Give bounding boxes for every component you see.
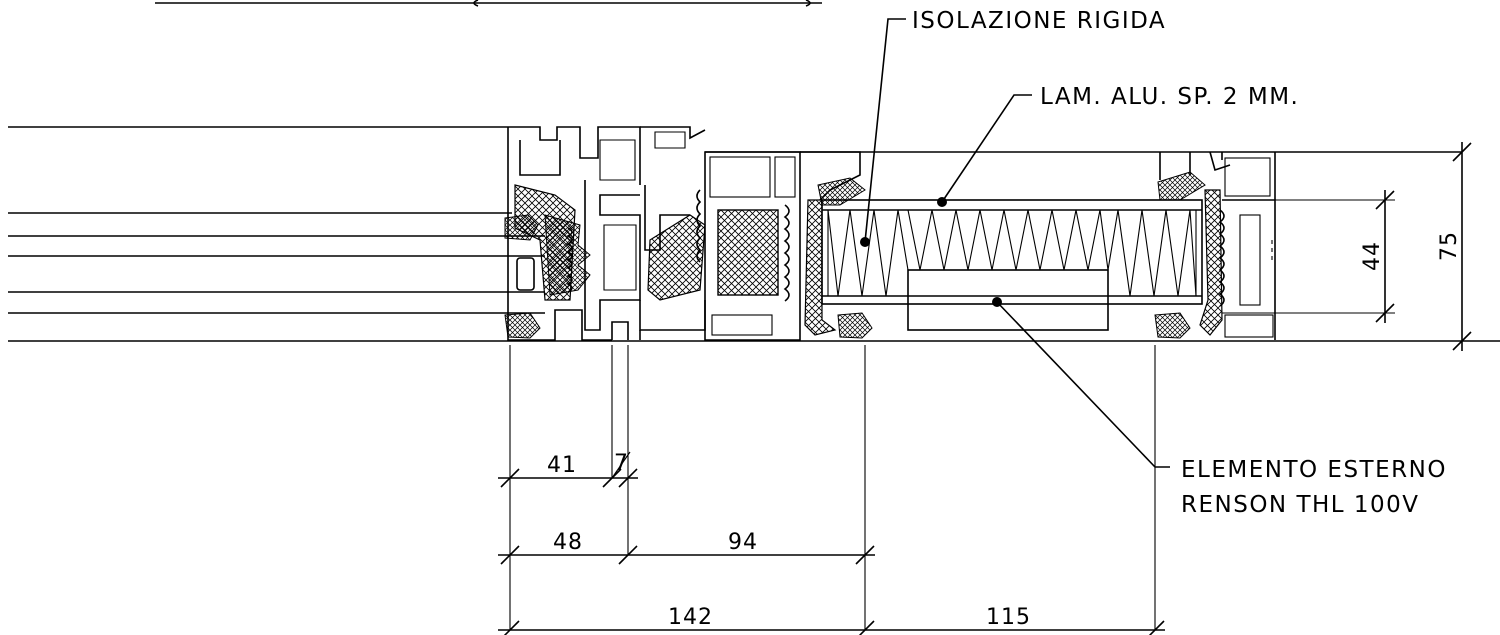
dim-75: 75 bbox=[1437, 231, 1462, 261]
dimension-lines bbox=[498, 142, 1472, 635]
label-alu-sheet: LAM. ALU. SP. 2 MM. bbox=[1040, 84, 1299, 110]
dim-7: 7 bbox=[614, 451, 629, 476]
dim-94: 94 bbox=[728, 530, 758, 555]
title-underline bbox=[155, 0, 822, 7]
glazing-lines bbox=[8, 126, 1500, 342]
dim-115: 115 bbox=[986, 605, 1031, 630]
frame-profile bbox=[504, 126, 1462, 341]
dim-142: 142 bbox=[668, 605, 713, 630]
label-element-line2: RENSON THL 100V bbox=[1181, 492, 1420, 518]
dim-44: 44 bbox=[1360, 241, 1385, 271]
dim-41: 41 bbox=[547, 453, 577, 478]
label-element-line1: ELEMENTO ESTERNO bbox=[1181, 457, 1447, 483]
label-insulation: ISOLAZIONE RIGIDA bbox=[912, 8, 1166, 34]
dim-48: 48 bbox=[553, 530, 583, 555]
